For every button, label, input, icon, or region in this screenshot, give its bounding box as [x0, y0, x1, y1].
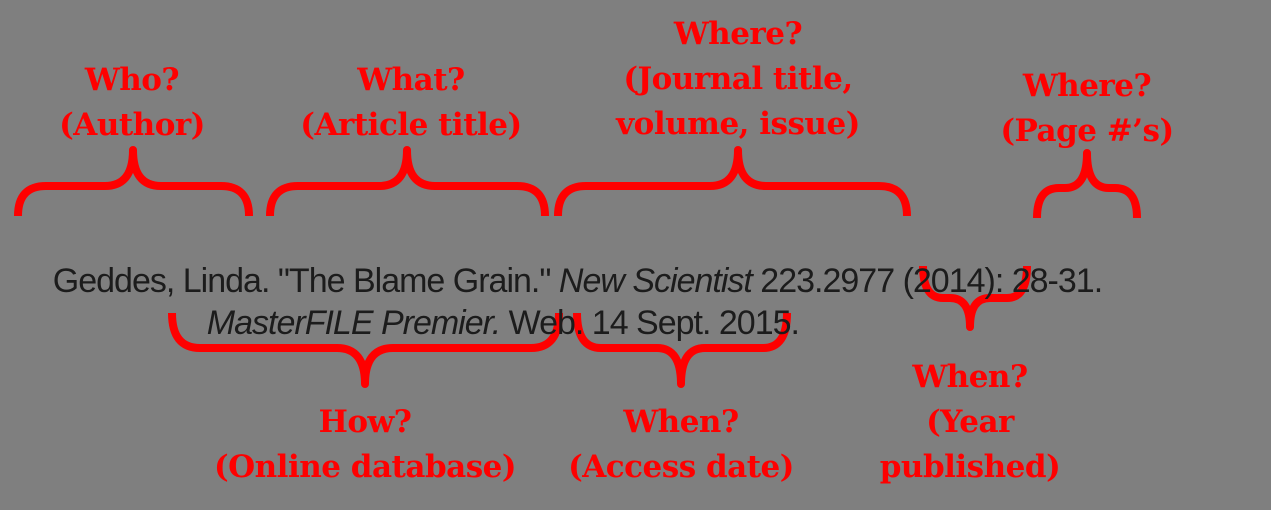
- label-database-question: How?: [318, 404, 412, 440]
- label-author-detail: (Author): [59, 107, 205, 143]
- label-pages: Where? (Page #’s): [1000, 64, 1174, 154]
- label-journal-detail-2: volume, issue): [616, 106, 860, 142]
- citation-database: MasterFILE Premier.: [206, 304, 501, 342]
- citation-author-and-title: Geddes, Linda. "The Blame Grain.": [52, 262, 559, 300]
- label-year-detail-1: (Year: [926, 404, 1014, 440]
- label-author-question: Who?: [84, 62, 180, 98]
- label-article-detail: (Article title): [300, 107, 522, 143]
- brace-access-date: [573, 312, 791, 388]
- label-journal-detail-1: (Journal title,: [623, 61, 853, 97]
- label-access-date-question: When?: [623, 404, 739, 440]
- brace-article-title: [266, 146, 549, 217]
- label-journal: Where? (Journal title, volume, issue): [616, 12, 860, 147]
- label-database-detail: (Online database): [213, 449, 517, 485]
- citation-line-2: MasterFILE Premier. Web. 14 Sept. 2015.: [173, 260, 800, 386]
- brace-pages: [1033, 149, 1141, 219]
- label-year-question: When?: [912, 359, 1028, 395]
- label-year-detail-2: published): [879, 449, 1061, 485]
- label-access-date-detail: (Access date): [568, 449, 794, 485]
- label-access-date: When? (Access date): [568, 400, 794, 490]
- citation-volume-issue-year-pages: 223.2977 (2014): 28-31.: [751, 262, 1103, 300]
- label-database: How? (Online database): [213, 400, 517, 490]
- brace-author: [14, 146, 253, 217]
- label-year-published: When? (Year published): [880, 355, 1061, 490]
- citation-line-1: Geddes, Linda. "The Blame Grain." New Sc…: [19, 218, 1103, 344]
- brace-database: [168, 312, 563, 388]
- label-article-question: What?: [357, 62, 465, 98]
- label-article-title: What? (Article title): [300, 58, 522, 148]
- brace-journal: [554, 146, 911, 217]
- label-journal-question: Where?: [673, 16, 803, 52]
- citation-journal-title: New Scientist: [558, 262, 753, 300]
- brace-year-published: [919, 265, 1031, 331]
- citation-medium-access-date: Web. 14 Sept. 2015.: [500, 304, 800, 342]
- label-author: Who? (Author): [59, 58, 205, 148]
- label-pages-question: Where?: [1022, 68, 1152, 104]
- label-pages-detail: (Page #’s): [1000, 113, 1174, 149]
